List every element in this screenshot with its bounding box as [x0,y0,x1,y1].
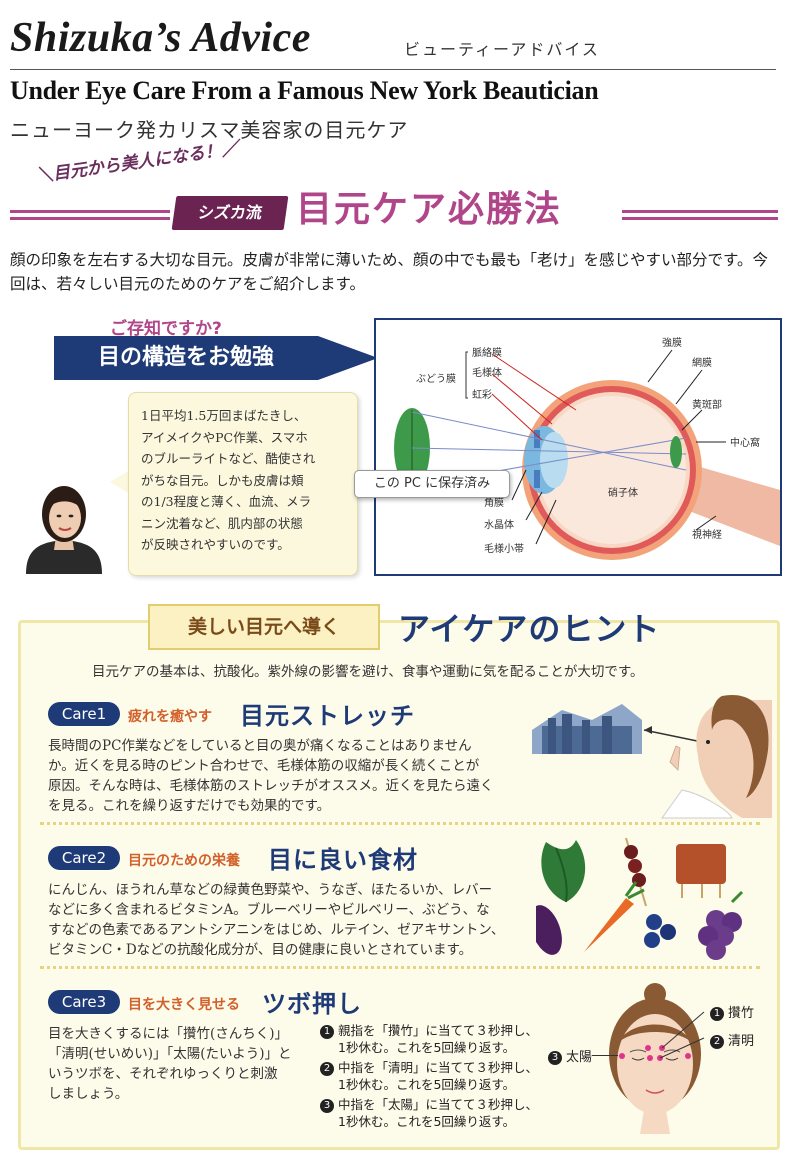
step-text: 1秒休む。これを5回繰り返す。 [338,1114,516,1129]
acupoint-number: 3 [548,1051,562,1065]
banner-stripe-left [10,210,170,220]
acupoint-label-1: 1 攢竹 [710,1002,754,1021]
acupoint-number: 1 [710,1007,724,1021]
step-item: 1 親指を「攢竹」に当てて３秒押し、 1秒休む。これを5回繰り返す。 [320,1022,560,1056]
label-zonule: 毛様小帯 [484,542,524,555]
care1-line: 原因。そんな時は、毛様体筋のストレッチがオススメ。近くを見たら遠く [48,778,494,794]
step-text: 中指を「太陽」に当てて３秒押し、 [338,1097,539,1112]
did-you-know-label: ご存知ですか? [110,319,222,339]
acupoint-name: 清明 [728,1034,755,1049]
label-sclera: 強膜 [662,336,682,349]
step-number: 2 [320,1062,334,1076]
food-illustration [530,832,776,962]
bubble-line: 1日平均1.5万回まばたきし、 [141,408,307,423]
bubble-line: がちな目元。しかも皮膚は頬 [141,472,304,488]
step-number: 1 [320,1025,334,1039]
care1-subtitle: 疲れを癒やす [128,709,212,725]
acupoint-name: 太陽 [566,1050,593,1065]
care3-line: いうツボを、それぞれゆっくりと刺激 [48,1066,278,1082]
bubble-line: のブルーライトなど、酷使され [141,451,316,466]
step-text: 1秒休む。これを5回繰り返す。 [338,1040,516,1055]
bubble-line: が反映されやすいのです。 [141,537,290,552]
acupoint-leader-line [592,1055,618,1056]
care1-body: 長時間のPC作業などをしていると目の奥が痛くなることはありません か。近くを見る… [48,736,528,816]
care1-line: 長時間のPC作業などをしていると目の奥が痛くなることはありません [48,738,472,754]
label-retina: 網膜 [692,356,712,369]
acupoint-label-3: 3 太陽 [548,1046,592,1065]
step-number: 3 [320,1099,334,1113]
bubble-line: の1/3程度と薄く、血流、メラ [141,494,312,509]
care2-body: にんじん、ほうれん草などの緑黄色野菜や、うなぎ、ほたるいか、レバー などに多く含… [48,880,528,960]
care1-pill: Care1 [48,702,120,726]
face-acupoints-illustration [600,982,710,1134]
bubble-line: アイメイクやPC作業、スマホ [141,429,308,445]
care2-line: などに多く含まれるビタミンA。ブルーベリーやビルベリー、ぶどう、な [48,902,490,918]
care3-subtitle: 目を大きく見せる [128,997,240,1013]
speech-bubble-tail [110,470,130,494]
label-choroid: 脈絡膜 [472,346,502,359]
brand-subtitle: ビューティーアドバイス [404,40,600,59]
acupoint-name: 攢竹 [728,1006,755,1021]
care3-pill: Care3 [48,990,120,1014]
acupoint-label-2: 2 清明 [710,1030,754,1049]
care3-line: 「清明(せいめい)」「太陽(たいよう)」と [48,1046,292,1062]
structure-heading: 目の構造をお勉強 [54,336,318,380]
label-vitreous: 硝子体 [608,486,638,499]
english-title: Under Eye Care From a Famous New York Be… [10,76,599,105]
hints-title: アイケアのヒント [398,610,661,648]
hints-tab-label: 美しい目元へ導く [148,604,380,650]
step-text: 1秒休む。これを5回繰り返す。 [338,1077,516,1092]
acupoint-number: 2 [710,1035,724,1049]
saved-to-pc-tooltip[interactable]: この PC に保存済み [354,470,510,498]
step-text: 中指を「清明」に当てて３秒押し、 [338,1060,539,1075]
care2-line: ビタミンC・Dなどの抗酸化成分が、目の健康に良いとされています。 [48,942,473,958]
advisor-portrait [18,470,110,574]
brand-title: Shizuka’s Advice [10,15,311,61]
care2-pill: Care2 [48,846,120,870]
banner-badge: シズカ流 [171,196,289,230]
step-item: 2 中指を「清明」に当てて３秒押し、 1秒休む。これを5回繰り返す。 [320,1059,560,1093]
care3-body: 目を大きくするには「攢竹(さんちく)」 「清明(せいめい)」「太陽(たいよう)」… [48,1024,310,1104]
care1-title: 目元ストレッチ [240,702,415,730]
label-macula: 黄斑部 [692,398,722,411]
japanese-subtitle: ニューヨーク発カリスマ美容家の目元ケア [10,118,409,142]
label-optic-nerve: 視神経 [692,528,722,541]
intro-paragraph: 顔の印象を左右する大切な目元。皮膚が非常に薄いため、顔の中でも最も「老け」を感じ… [10,251,768,293]
speech-bubble: 1日平均1.5万回まばたきし、 アイメイクやPC作業、スマホ のブルーライトなど… [128,392,358,576]
banner-title: 目元ケア必勝法 [296,189,563,230]
label-uvea: ぶどう膜 [416,373,456,385]
care3-line: 目を大きくするには「攢竹(さんちく)」 [48,1026,289,1042]
label-fovea: 中心窩 [730,436,760,449]
care2-title: 目に良い食材 [268,846,418,874]
care1-line: か。近くを見る時のピント合わせで、毛様体筋の収縮が長く続くことが [48,758,480,774]
care-divider [40,822,760,825]
care1-line: を見る。これを繰り返すだけでも効果的です。 [48,798,331,814]
step-text: 親指を「攢竹」に当てて３秒押し、 [338,1023,539,1038]
care2-line: すなどの色素であるアントシアニンをはじめ、ルテイン、ゼアキサントン、 [48,922,505,938]
eye-structure-diagram: ぶどう膜 脈絡膜 毛様体 虹彩 強膜 網膜 黄斑部 中心窩 角膜 硝子体 水晶体… [374,318,782,576]
label-ciliary-body: 毛様体 [472,366,502,379]
label-lens: 水晶体 [484,519,514,531]
care2-line: にんじん、ほうれん草などの緑黄色野菜や、うなぎ、ほたるいか、レバー [48,882,493,898]
header-divider [10,69,776,70]
banner-stripe-right [622,210,778,220]
structure-heading-arrow [318,336,378,380]
care3-title: ツボ押し [262,990,362,1018]
care2-subtitle: 目元のための栄養 [128,853,240,869]
label-cornea: 角膜 [484,497,504,509]
label-iris: 虹彩 [472,389,492,401]
care-divider [40,966,760,969]
care3-line: しましょう。 [48,1086,129,1102]
hints-intro: 目元ケアの基本は、抗酸化。紫外線の影響を避け、食事や運動に気を配ることが大切です… [92,664,644,680]
step-item: 3 中指を「太陽」に当てて３秒押し、 1秒休む。これを5回繰り返す。 [320,1096,560,1130]
stretch-illustration [532,690,772,820]
bubble-line: ニン沈着など、肌内部の状態 [141,515,303,531]
acupressure-steps: 1 親指を「攢竹」に当てて３秒押し、 1秒休む。これを5回繰り返す。 2 中指を「清… [320,1022,560,1130]
